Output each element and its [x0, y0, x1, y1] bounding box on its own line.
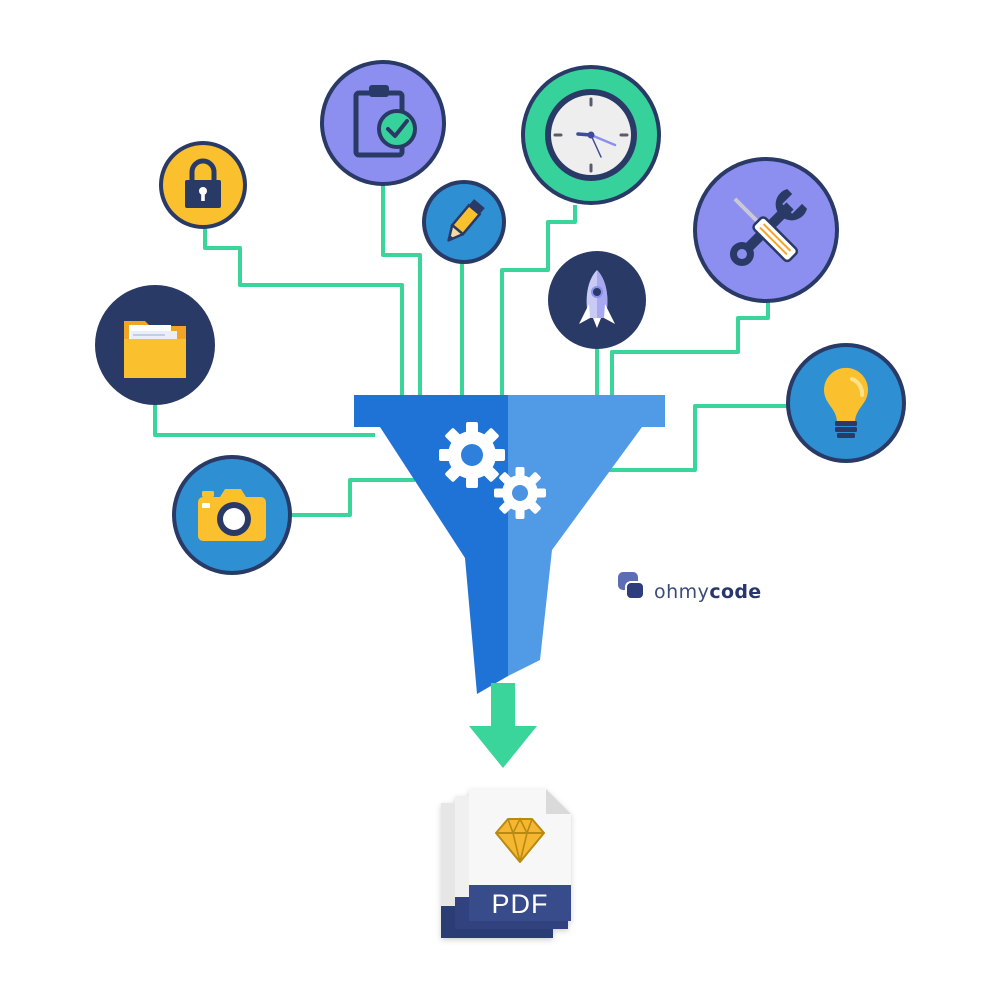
lock-icon	[185, 158, 221, 208]
connector-folder	[153, 402, 375, 437]
pdf-document-stack: PDF	[441, 789, 571, 938]
folder-icon	[124, 321, 186, 378]
clipboard-check-icon	[353, 85, 417, 158]
diamond-icon	[495, 817, 545, 863]
rocket-icon	[579, 270, 615, 328]
down-arrow-icon	[469, 683, 537, 768]
lightbulb-icon	[824, 367, 868, 438]
funnel-right-half	[508, 395, 665, 676]
brand-prefix: ohmy	[654, 581, 710, 603]
tools-circle	[693, 157, 839, 303]
camera-icon	[198, 489, 266, 541]
connector-tools	[610, 290, 770, 395]
connector-camera	[292, 478, 415, 517]
brand-suffix: code	[709, 581, 762, 603]
gears-icon	[439, 422, 546, 519]
brand-logo-icon	[618, 572, 645, 600]
connector-lines	[153, 185, 788, 517]
lock-circle	[159, 141, 247, 229]
pencil-circle	[422, 180, 506, 264]
funnel	[354, 395, 665, 694]
connector-lock	[203, 220, 404, 395]
folder-circle	[95, 285, 215, 405]
connector-clipboard	[381, 185, 422, 395]
connector-clock	[500, 205, 577, 395]
clock-circle	[521, 65, 661, 205]
lightbulb-circle	[786, 343, 906, 463]
pdf-label: PDF	[492, 889, 549, 919]
pencil-icon	[447, 199, 485, 242]
camera-circle	[172, 455, 292, 575]
tools-icon	[729, 188, 808, 267]
clock-icon	[545, 89, 637, 181]
connector-lightbulb	[605, 404, 788, 472]
rocket-circle	[548, 251, 646, 349]
clipboard-circle	[320, 60, 446, 186]
